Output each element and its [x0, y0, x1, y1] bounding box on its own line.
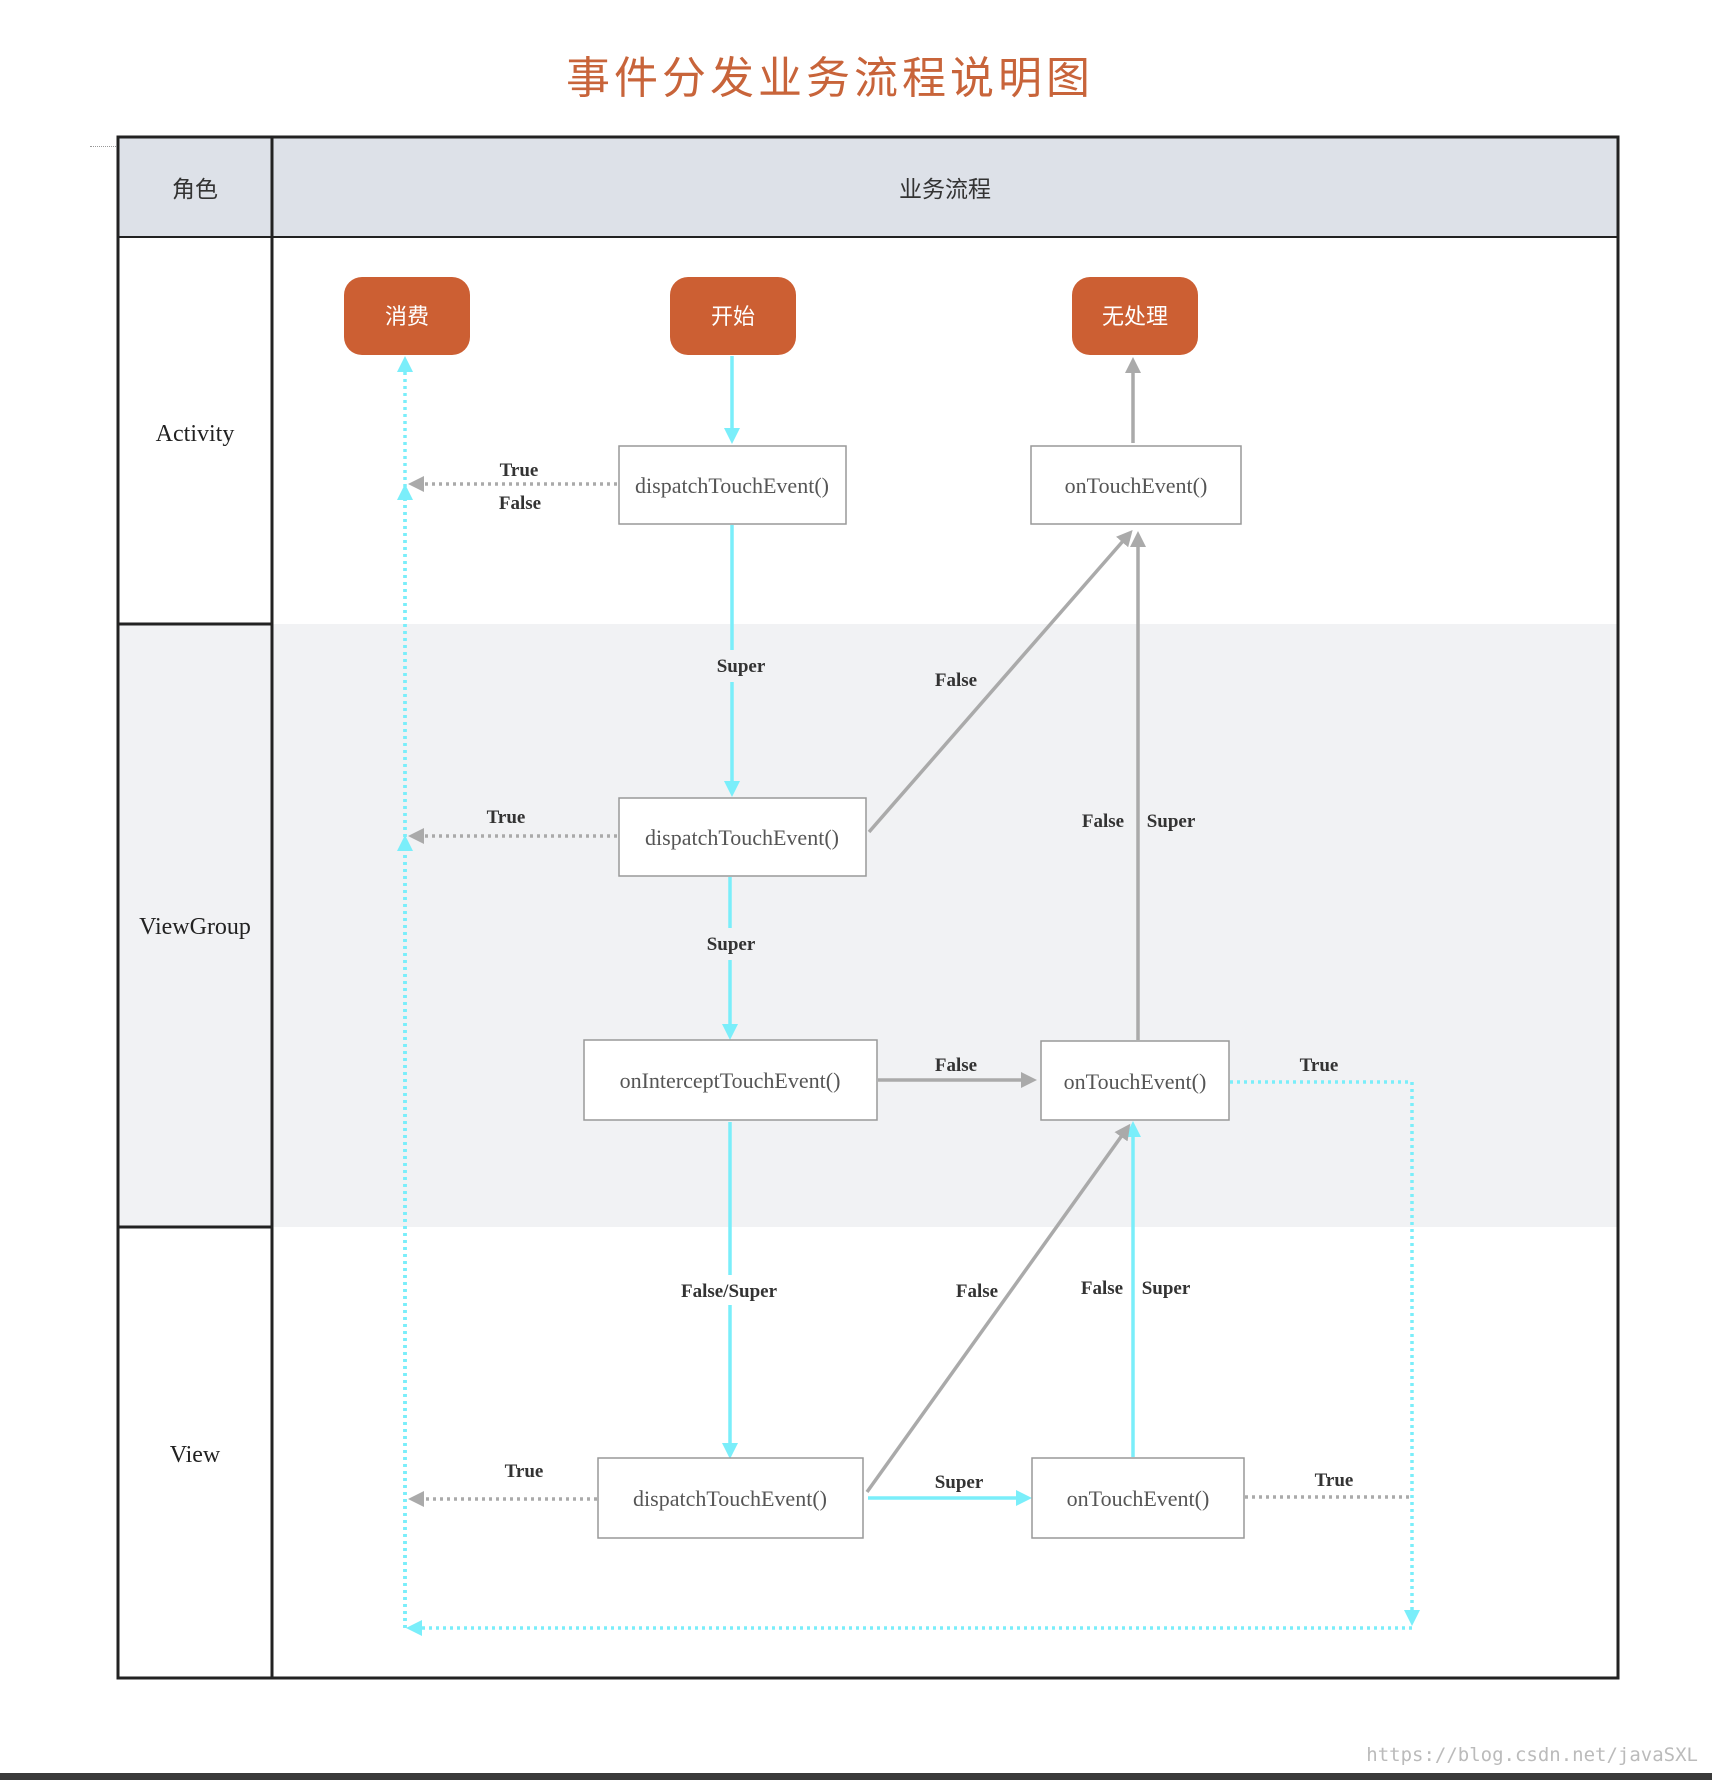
label-vg-touch-true: True	[1300, 1055, 1339, 1076]
node-viewgroup-intercept-label: onInterceptTouchEvent()	[620, 1068, 841, 1093]
node-activity-ontouch-label: onTouchEvent()	[1065, 473, 1208, 498]
node-activity-ontouch-box	[1030, 445, 1242, 525]
node-activity-dispatch: dispatchTouchEvent()	[618, 445, 847, 525]
header-role: 角色	[172, 177, 218, 203]
gray-edges	[408, 357, 1410, 1507]
edge-labels: True False Super False True False Super …	[487, 460, 1354, 1493]
node-viewgroup-ontouch-label: onTouchEvent()	[1064, 1069, 1207, 1094]
label-view-false-diag: False	[956, 1281, 998, 1302]
cyan-edges	[397, 356, 1420, 1636]
label-view-super: Super	[935, 1472, 984, 1493]
terminal-unhandled: 无处理	[1072, 277, 1198, 355]
watermark: https://blog.csdn.net/javaSXL	[1366, 1744, 1698, 1766]
edge-vg-false-up	[867, 529, 1133, 834]
terminal-unhandled-bg	[1072, 277, 1198, 355]
node-activity-ontouch: onTouchEvent()	[1030, 445, 1242, 525]
label-super-2: Super	[707, 934, 756, 955]
role-viewgroup: ViewGroup	[139, 914, 251, 940]
node-viewgroup-dispatch: dispatchTouchEvent()	[618, 797, 867, 877]
node-viewgroup-intercept-box	[583, 1039, 878, 1121]
node-viewgroup-ontouch: onTouchEvent()	[1040, 1040, 1230, 1121]
label-super-1: Super	[717, 656, 766, 677]
node-viewgroup-intercept: onInterceptTouchEvent()	[583, 1039, 878, 1121]
node-view-dispatch-box	[597, 1457, 864, 1539]
role-view: View	[170, 1442, 221, 1468]
node-view-ontouch-box	[1031, 1457, 1245, 1539]
diagram-title: 事件分发业务流程说明图	[566, 53, 1094, 104]
node-activity-dispatch-box	[618, 445, 847, 525]
terminal-start-bg	[670, 277, 796, 355]
label-activity-true: True	[500, 460, 539, 481]
bottom-bar	[0, 1773, 1712, 1780]
terminal-consume-bg	[344, 277, 470, 355]
margin-dotted-mark	[90, 146, 118, 147]
terminal-start: 开始	[670, 277, 796, 355]
node-viewgroup-ontouch-box	[1040, 1040, 1230, 1121]
node-viewgroup-dispatch-box	[618, 797, 867, 877]
terminal-consume: 消费	[344, 277, 470, 355]
label-view-false-up: False	[1081, 1278, 1123, 1299]
viewgroup-role-bg	[118, 624, 272, 1227]
label-view-super-up: Super	[1142, 1278, 1191, 1299]
table-header-bg	[118, 137, 1618, 237]
label-activity-false: False	[499, 493, 541, 514]
node-viewgroup-dispatch-label: dispatchTouchEvent()	[645, 825, 839, 850]
swimlane-table: 角色 业务流程 Activity ViewGroup View	[116, 135, 1620, 1680]
node-activity-dispatch-label: dispatchTouchEvent()	[635, 473, 829, 498]
node-view-ontouch-label: onTouchEvent()	[1067, 1486, 1210, 1511]
header-flow: 业务流程	[899, 177, 991, 203]
label-vg-true: True	[487, 807, 526, 828]
node-view-ontouch: onTouchEvent()	[1031, 1457, 1245, 1539]
label-view-true: True	[505, 1461, 544, 1482]
terminal-unhandled-label: 无处理	[1102, 305, 1168, 330]
label-false-super: False/Super	[681, 1281, 778, 1302]
terminal-start-label: 开始	[711, 305, 755, 330]
role-activity: Activity	[156, 421, 235, 447]
label-view-touch-true: True	[1315, 1470, 1354, 1491]
label-intercept-false: False	[935, 1055, 977, 1076]
label-vg-super-mid: Super	[1147, 811, 1196, 832]
label-vg-false-up: False	[935, 670, 977, 691]
edge-vg-touch-true	[1230, 1080, 1420, 1626]
node-view-dispatch-label: dispatchTouchEvent()	[633, 1486, 827, 1511]
viewgroup-lane-bg	[272, 624, 1618, 1227]
table-border	[116, 135, 1620, 1680]
terminal-consume-label: 消费	[385, 305, 429, 330]
edge-view-false-diag	[865, 1123, 1131, 1494]
label-vg-false-mid: False	[1082, 811, 1124, 832]
node-view-dispatch: dispatchTouchEvent()	[597, 1457, 864, 1539]
